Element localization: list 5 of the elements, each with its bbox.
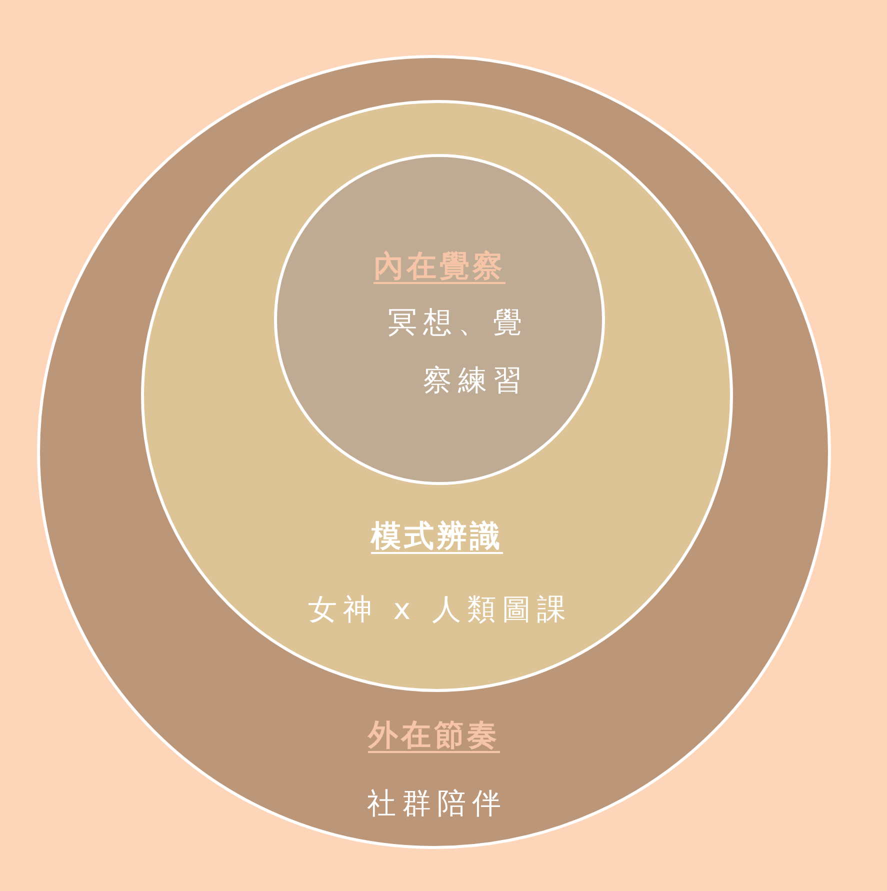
ring-description: 社群陪伴 [366,785,508,822]
ring-heading: 模式辨識 [371,519,503,554]
ring-description: 冥想、覺察練習 [387,304,528,399]
ring-heading: 外在節奏 [368,718,500,753]
ring-description: 女神 x 人類圖課 [307,591,573,628]
